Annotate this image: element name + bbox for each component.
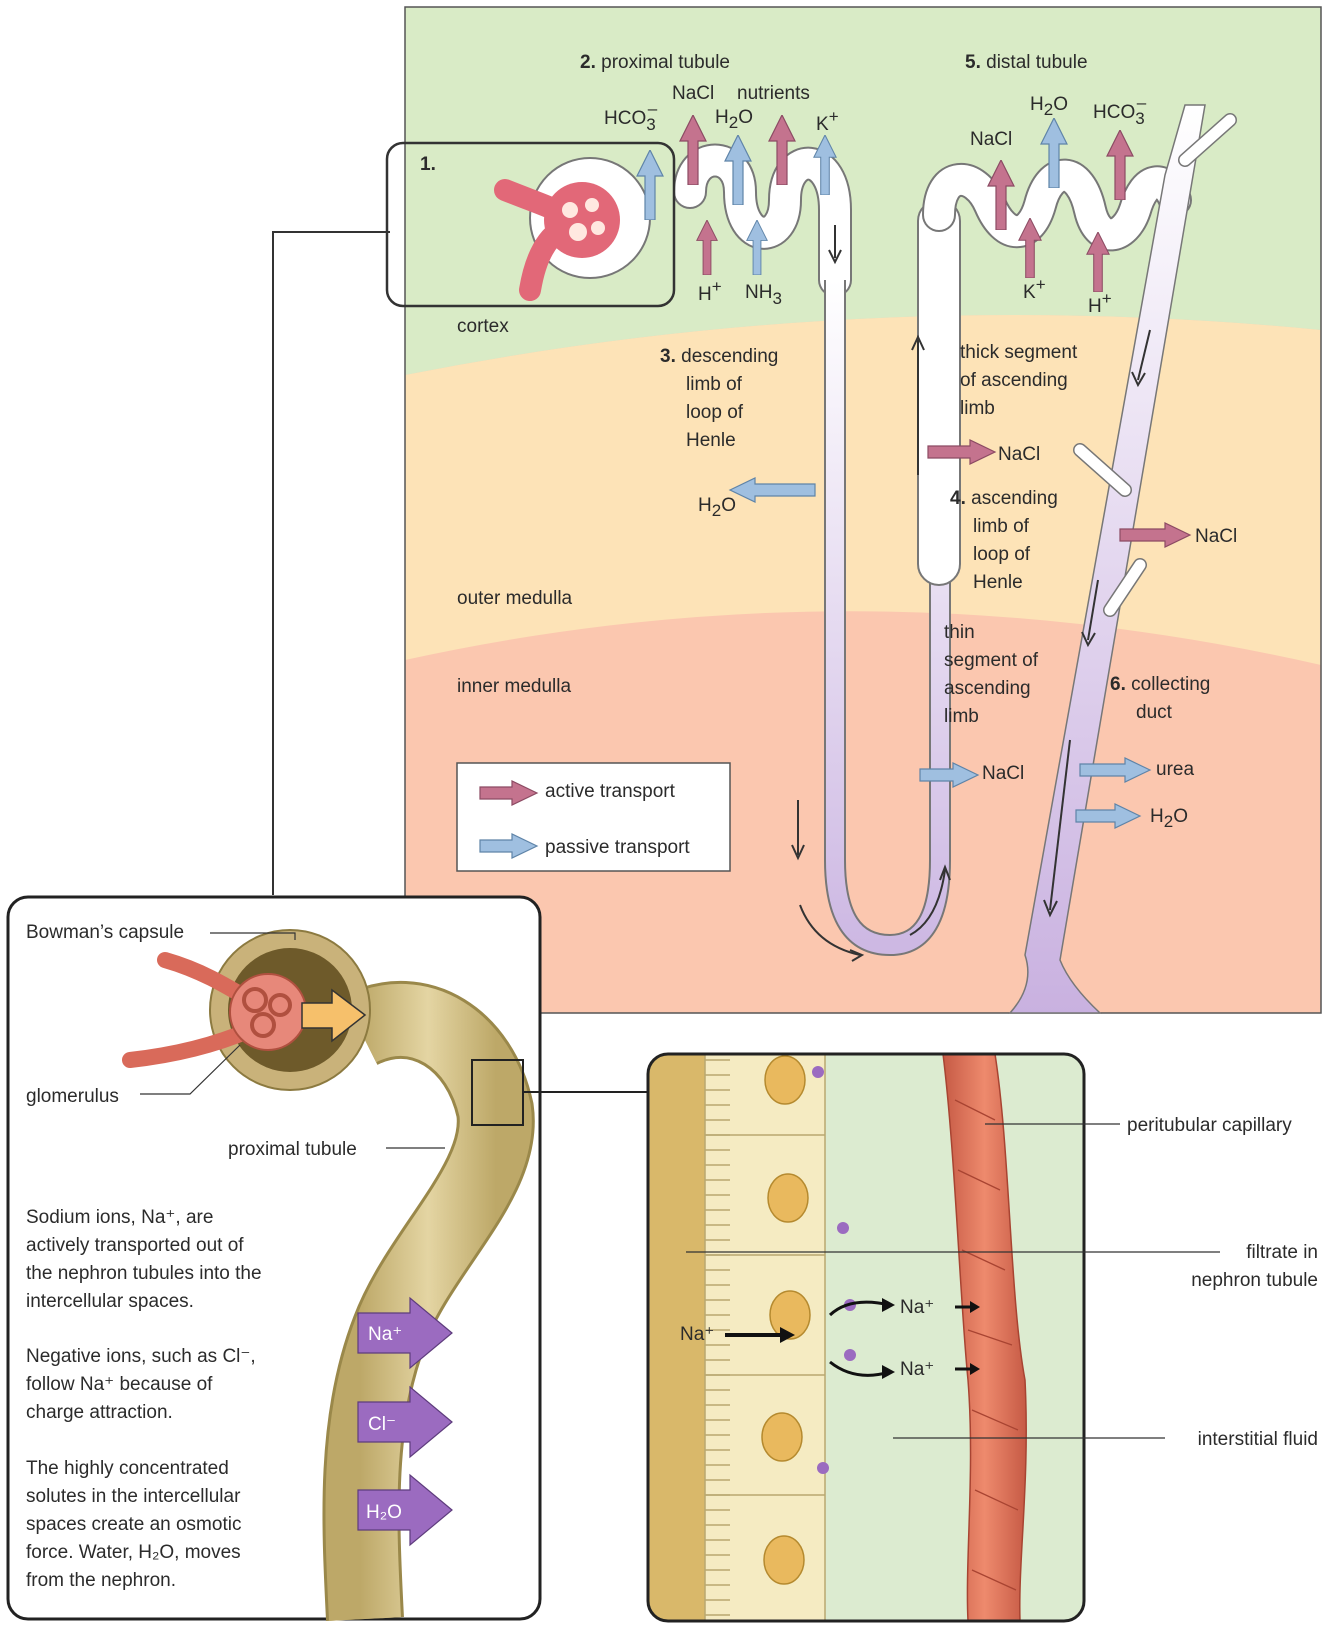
svg-text:loop of: loop of — [686, 402, 744, 423]
svg-text:Henle: Henle — [686, 430, 736, 451]
svg-text:Negative ions, such as Cl⁻,: Negative ions, such as Cl⁻, — [26, 1346, 256, 1367]
svg-text:2. proximal tubule: 2. proximal tubule — [580, 52, 730, 73]
na-label-1: Na⁺ — [900, 1297, 934, 1318]
svg-text:3. descending: 3. descending — [660, 346, 778, 367]
svg-text:charge attraction.: charge attraction. — [26, 1402, 173, 1423]
arrow-cl-label: Cl⁻ — [368, 1414, 396, 1435]
na-label-2: Na⁺ — [900, 1359, 934, 1380]
svg-text:thin: thin — [944, 622, 975, 643]
svg-text:NaCl: NaCl — [970, 129, 1012, 150]
svg-text:NaCl: NaCl — [672, 83, 714, 104]
bottom-right-panel: Na⁺ Na⁺ Na⁺ peritubular capillary filtra… — [648, 1054, 1318, 1621]
na-label-left: Na⁺ — [680, 1324, 714, 1345]
svg-text:spaces create an osmotic: spaces create an osmotic — [26, 1514, 241, 1535]
glomerulus-label: glomerulus — [26, 1086, 119, 1107]
svg-text:of ascending: of ascending — [960, 370, 1068, 391]
svg-text:The highly concentrated: The highly concentrated — [26, 1458, 229, 1479]
filtrate-label-2: nephron tubule — [1191, 1270, 1318, 1291]
svg-text:inner medulla: inner medulla — [457, 676, 571, 697]
arrow-na-label: Na⁺ — [368, 1324, 402, 1345]
interstitial-label: interstitial fluid — [1198, 1429, 1318, 1450]
legend-passive-label: passive transport — [545, 837, 690, 858]
svg-text:outer medulla: outer medulla — [457, 588, 573, 609]
svg-text:Sodium ions, Na⁺, are: Sodium ions, Na⁺, are — [26, 1207, 213, 1228]
svg-text:segment of: segment of — [944, 650, 1039, 671]
legend: active transport passive transport — [457, 763, 730, 871]
svg-text:Henle: Henle — [973, 572, 1023, 593]
svg-text:follow Na⁺ because of: follow Na⁺ because of — [26, 1374, 213, 1395]
proximal-label: proximal tubule — [228, 1139, 357, 1160]
bowman-label: Bowman’s capsule — [26, 922, 184, 943]
arrow-h2o-label: H₂O — [366, 1502, 402, 1523]
svg-text:NaCl: NaCl — [1195, 526, 1237, 547]
svg-text:solutes in the intercellular: solutes in the intercellular — [26, 1486, 241, 1507]
svg-text:force. Water, H₂O, moves: force. Water, H₂O, moves — [26, 1542, 241, 1563]
svg-text:NaCl: NaCl — [998, 444, 1040, 465]
svg-text:limb of: limb of — [973, 516, 1030, 537]
svg-text:urea: urea — [1156, 759, 1194, 780]
filtrate-label-1: filtrate in — [1246, 1242, 1318, 1263]
svg-text:ascending: ascending — [944, 678, 1031, 699]
svg-text:from the nephron.: from the nephron. — [26, 1570, 176, 1591]
svg-text:limb: limb — [944, 706, 979, 727]
svg-text:duct: duct — [1136, 702, 1173, 723]
svg-text:cortex: cortex — [457, 316, 509, 337]
peritubular-label: peritubular capillary — [1127, 1115, 1292, 1136]
svg-text:actively transported out of: actively transported out of — [26, 1235, 244, 1256]
svg-text:4. ascending: 4. ascending — [950, 488, 1058, 509]
connector-line-top — [273, 232, 390, 895]
svg-text:thick segment: thick segment — [960, 342, 1078, 363]
svg-text:6. collecting: 6. collecting — [1110, 674, 1210, 695]
svg-text:5. distal tubule: 5. distal tubule — [965, 52, 1088, 73]
svg-text:intercellular spaces.: intercellular spaces. — [26, 1291, 194, 1312]
svg-text:NaCl: NaCl — [982, 763, 1024, 784]
legend-active-label: active transport — [545, 781, 676, 802]
box-1-label: 1. — [420, 154, 436, 175]
svg-text:loop of: loop of — [973, 544, 1031, 565]
svg-text:the nephron tubules into the: the nephron tubules into the — [26, 1263, 262, 1284]
svg-text:limb of: limb of — [686, 374, 743, 395]
svg-text:limb: limb — [960, 398, 995, 419]
svg-text:nutrients: nutrients — [737, 83, 810, 104]
